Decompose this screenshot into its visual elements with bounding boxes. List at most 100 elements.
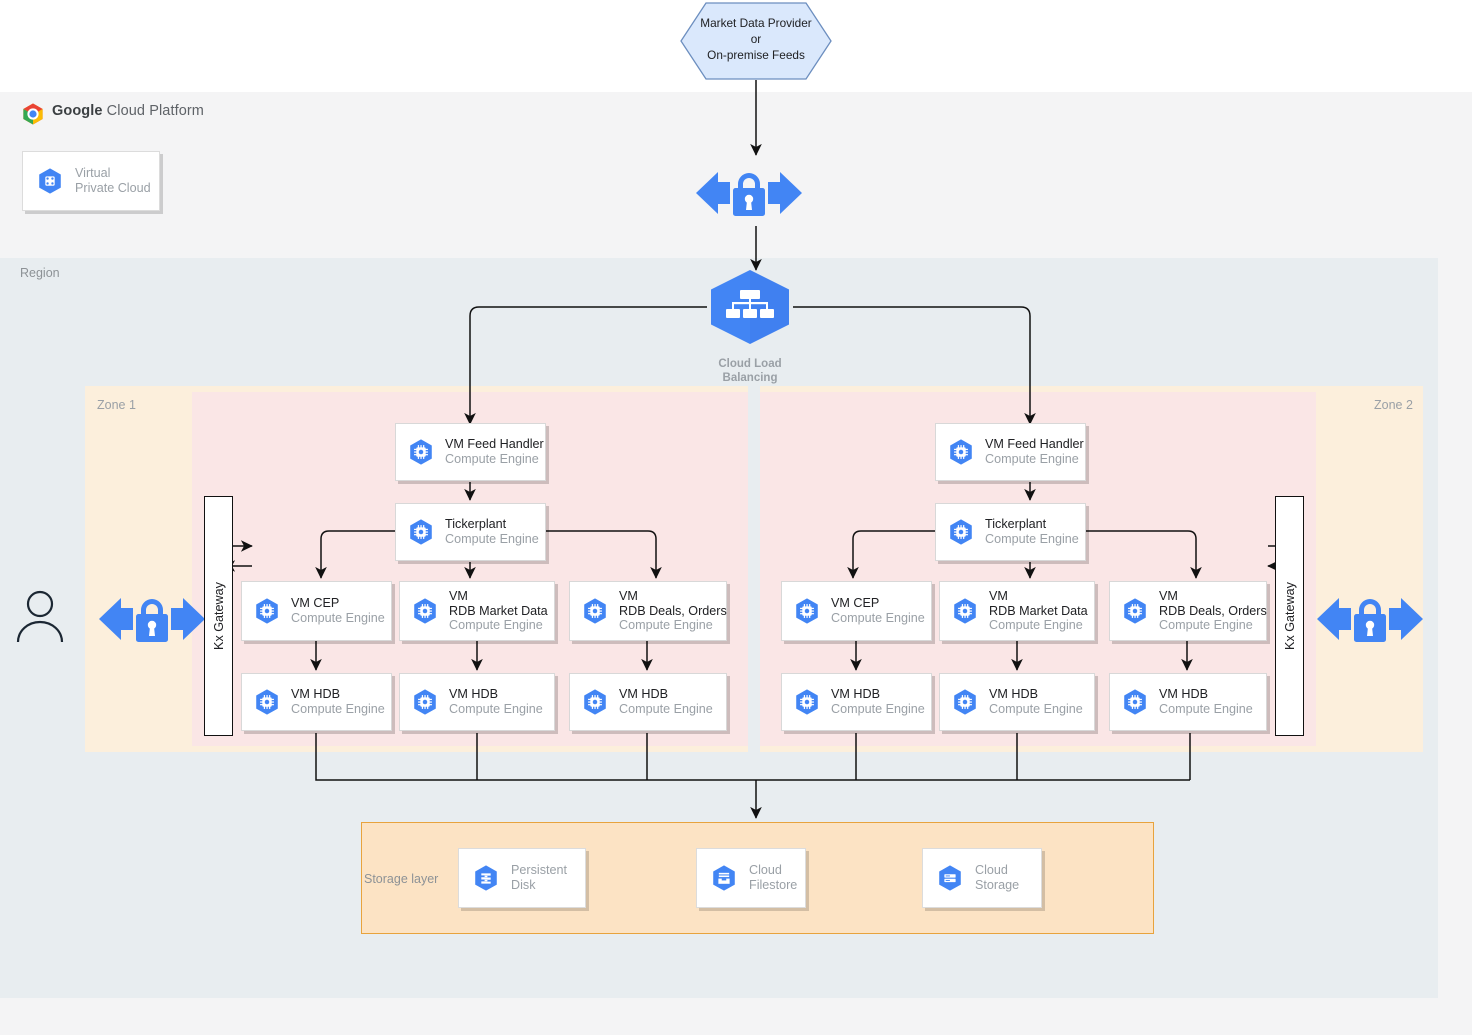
compute-engine-icon xyxy=(414,689,436,715)
kx-gateway-zone-2[interactable]: Kx Gateway xyxy=(1275,496,1304,736)
cloud-load-balancing-icon[interactable] xyxy=(707,268,793,346)
vpc-line-1: Virtual xyxy=(75,165,111,180)
zone-2-vm-rdb-market-data-card[interactable]: VM RDB Market Data Compute Engine xyxy=(939,581,1095,641)
card-subtitle: Compute Engine xyxy=(445,532,539,546)
card-title: VM Feed Handler xyxy=(985,437,1084,452)
card-title-2: RDB Deals, Orders xyxy=(1159,603,1267,618)
card-title: VM CEP xyxy=(831,596,880,611)
card-subtitle: Compute Engine xyxy=(985,532,1079,546)
source-line-3: On-premise Feeds xyxy=(707,47,805,62)
compute-engine-icon xyxy=(410,439,432,465)
zone-1-vm-cep-card[interactable]: VM CEP Compute Engine xyxy=(241,581,392,641)
compute-engine-icon xyxy=(584,598,606,624)
page-title: Google Cloud Platform xyxy=(52,103,204,119)
zone-1-label: Zone 1 xyxy=(97,398,136,412)
card-title: Tickerplant xyxy=(445,517,507,532)
zone-1-vm-hdb-card-1[interactable]: VM HDB Compute Engine xyxy=(241,673,392,731)
card-title: VM HDB xyxy=(619,687,668,702)
cloud-filestore-icon xyxy=(713,865,735,891)
zone-2-label: Zone 2 xyxy=(1374,398,1413,412)
storage-item-line-2: Disk xyxy=(511,878,536,892)
card-subtitle: Compute Engine xyxy=(831,611,925,625)
compute-engine-icon xyxy=(796,598,818,624)
zone-2-vm-rdb-deals-orders-card[interactable]: VM RDB Deals, Orders Compute Engine xyxy=(1109,581,1267,641)
card-title-2: RDB Deals, Orders xyxy=(619,603,727,618)
storage-item-line-1: Cloud xyxy=(975,862,1008,877)
region-label: Region xyxy=(20,266,60,280)
secure-lock-gateway-left-icon[interactable] xyxy=(93,586,211,652)
zone-1-vm-rdb-deals-orders-card[interactable]: VM RDB Deals, Orders Compute Engine xyxy=(569,581,727,641)
compute-engine-icon xyxy=(950,439,972,465)
card-title: VM HDB xyxy=(291,687,340,702)
card-subtitle: Compute Engine xyxy=(619,618,713,633)
card-subtitle: Compute Engine xyxy=(1159,618,1253,633)
storage-item-line-2: Storage xyxy=(975,878,1020,892)
zone-2-vm-feed-handler-card[interactable]: VM Feed Handler Compute Engine xyxy=(935,423,1086,481)
card-subtitle: Compute Engine xyxy=(619,702,713,716)
compute-engine-icon xyxy=(954,598,976,624)
card-subtitle: Compute Engine xyxy=(291,611,385,625)
card-subtitle: Compute Engine xyxy=(985,452,1079,466)
card-title: VM CEP xyxy=(291,596,340,611)
card-subtitle: Compute Engine xyxy=(449,702,543,716)
zone-1-tickerplant-card[interactable]: Tickerplant Compute Engine xyxy=(395,503,546,561)
virtual-private-cloud-icon xyxy=(39,168,61,194)
compute-engine-icon xyxy=(950,519,972,545)
zone-2-vm-hdb-card-2[interactable]: VM HDB Compute Engine xyxy=(939,673,1095,731)
kx-gateway-zone-1[interactable]: Kx Gateway xyxy=(204,496,233,736)
card-title: VM xyxy=(619,588,638,603)
cloud-load-balancing-caption: Cloud Load Balancing xyxy=(690,357,810,386)
zone-2-vm-cep-card[interactable]: VM CEP Compute Engine xyxy=(781,581,932,641)
zone-1-vm-hdb-card-3[interactable]: VM HDB Compute Engine xyxy=(569,673,727,731)
secure-lock-gateway-top-icon[interactable] xyxy=(690,160,808,226)
storage-item-line-2: Filestore xyxy=(749,878,798,892)
virtual-private-cloud-card[interactable]: Virtual Private Cloud xyxy=(22,151,160,211)
compute-engine-icon xyxy=(954,689,976,715)
card-title: VM HDB xyxy=(989,687,1038,702)
storage-layer-label: Storage layer xyxy=(364,872,439,886)
storage-item-line-1: Persistent xyxy=(511,862,567,877)
zone-2-vm-hdb-card-3[interactable]: VM HDB Compute Engine xyxy=(1109,673,1267,731)
card-title: VM HDB xyxy=(1159,687,1208,702)
zone-1-vm-feed-handler-card[interactable]: VM Feed Handler Compute Engine xyxy=(395,423,546,481)
compute-engine-icon xyxy=(414,598,436,624)
user-actor-icon xyxy=(16,590,64,643)
lb-caption-line-1: Cloud Load xyxy=(718,358,782,370)
persistent-disk-card[interactable]: Persistent Disk xyxy=(458,848,586,908)
card-title: VM xyxy=(449,588,468,603)
zone-2-vm-hdb-card-1[interactable]: VM HDB Compute Engine xyxy=(781,673,932,731)
card-title: VM xyxy=(989,588,1008,603)
card-title: VM HDB xyxy=(831,687,880,702)
card-title: VM xyxy=(1159,588,1178,603)
google-cloud-logo-icon xyxy=(23,103,43,125)
card-subtitle: Compute Engine xyxy=(291,702,385,716)
source-line-2: or xyxy=(750,31,762,46)
kx-gateway-zone-2-label: Kx Gateway xyxy=(1282,582,1297,650)
kx-gateway-zone-1-label: Kx Gateway xyxy=(211,582,226,650)
zone-1-vm-hdb-card-2[interactable]: VM HDB Compute Engine xyxy=(399,673,555,731)
card-title: Tickerplant xyxy=(985,517,1047,532)
card-title: VM HDB xyxy=(449,687,498,702)
source-line-1: Market Data Provider xyxy=(700,16,812,30)
vpc-line-2: Private Cloud xyxy=(75,181,151,195)
cloud-storage-card[interactable]: Cloud Storage xyxy=(922,848,1042,908)
compute-engine-icon xyxy=(256,598,278,624)
card-subtitle: Compute Engine xyxy=(1159,702,1253,716)
storage-item-line-1: Cloud xyxy=(749,862,782,877)
cloud-storage-icon xyxy=(939,865,961,891)
card-subtitle: Compute Engine xyxy=(445,452,539,466)
lb-caption-line-2: Balancing xyxy=(722,372,778,385)
card-title: VM Feed Handler xyxy=(445,437,544,452)
persistent-disk-icon xyxy=(475,865,497,891)
compute-engine-icon xyxy=(1124,598,1146,624)
cloud-filestore-card[interactable]: Cloud Filestore xyxy=(696,848,806,908)
compute-engine-icon xyxy=(1124,689,1146,715)
zone-1-vm-rdb-market-data-card[interactable]: VM RDB Market Data Compute Engine xyxy=(399,581,555,641)
compute-engine-icon xyxy=(796,689,818,715)
market-data-source-shape[interactable] xyxy=(680,2,832,80)
card-subtitle: Compute Engine xyxy=(449,618,543,633)
secure-lock-gateway-right-icon[interactable] xyxy=(1311,586,1429,652)
compute-engine-icon xyxy=(410,519,432,545)
zone-2-tickerplant-card[interactable]: Tickerplant Compute Engine xyxy=(935,503,1086,561)
card-subtitle: Compute Engine xyxy=(989,618,1083,633)
